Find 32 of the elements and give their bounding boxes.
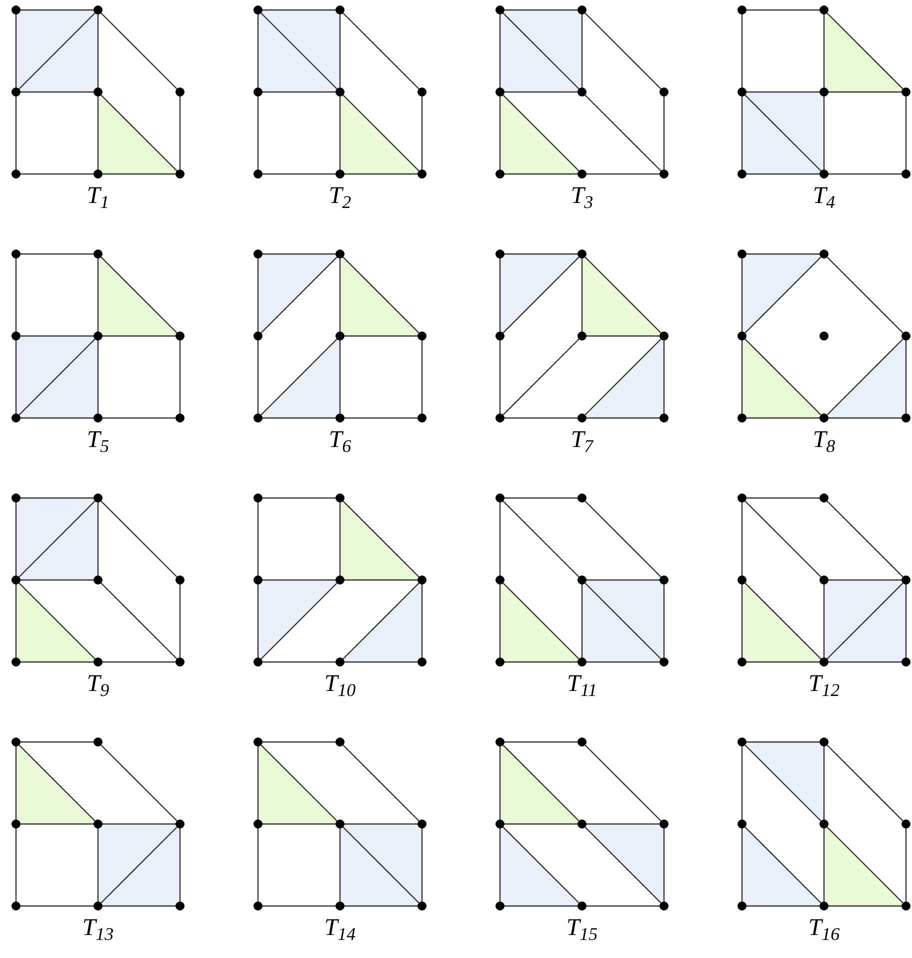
triangulation-drawing [736, 492, 912, 668]
triangulation-drawing [10, 736, 186, 912]
triangulation-drawing [10, 248, 186, 424]
panel-label: T$_{15}$ [566, 916, 598, 940]
triangulation-drawing [10, 4, 186, 180]
panel-label: T$_{8}$ [812, 428, 836, 452]
panel-label: T$_{16}$ [808, 916, 840, 940]
panel-label: T$_{9}$ [86, 672, 110, 696]
panel-label: T$_{14}$ [324, 916, 356, 940]
triangulation-drawing [494, 248, 670, 424]
panel-label: T$_{2}$ [328, 184, 352, 208]
triangulation-drawing [494, 492, 670, 668]
triangulation-drawing [736, 736, 912, 912]
panel-label: T$_{7}$ [570, 428, 594, 452]
triangulation-drawing [736, 248, 912, 424]
panel-label: T$_{5}$ [86, 428, 110, 452]
panel-label: T$_{10}$ [324, 672, 356, 696]
triangulation-drawing [494, 736, 670, 912]
triangulation-drawing [494, 4, 670, 180]
panel-label: T$_{12}$ [808, 672, 840, 696]
triangulation-drawing [252, 248, 428, 424]
panel-label: T$_{11}$ [566, 672, 598, 696]
triangulation-drawing [252, 492, 428, 668]
panel-label: T$_{4}$ [812, 184, 836, 208]
panel-label: T$_{3}$ [570, 184, 594, 208]
panel-label: T$_{6}$ [328, 428, 352, 452]
triangulation-drawing [252, 4, 428, 180]
panel-label: T$_{1}$ [86, 184, 110, 208]
triangulation-drawing [252, 736, 428, 912]
panel-label: T$_{13}$ [82, 916, 114, 940]
triangulation-drawing [10, 492, 186, 668]
triangulation-drawing [736, 4, 912, 180]
